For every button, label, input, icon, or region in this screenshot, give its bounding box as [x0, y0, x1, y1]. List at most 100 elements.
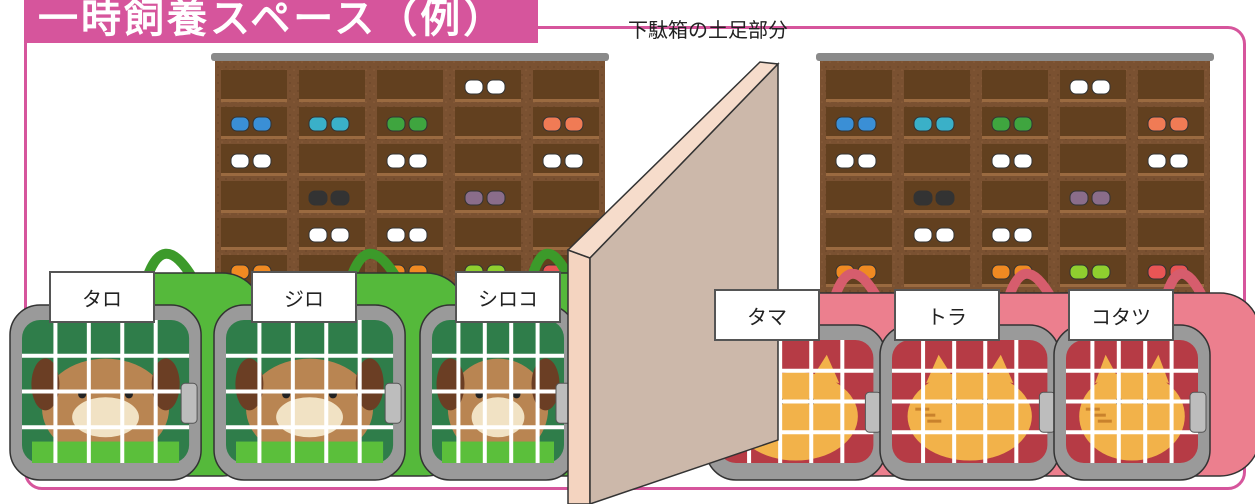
- grid-bar: [892, 368, 1048, 373]
- carrier-latch: [384, 382, 402, 424]
- shoe-icon: [408, 153, 428, 169]
- shoe-icon: [1147, 264, 1167, 280]
- shoe-icon: [308, 116, 328, 132]
- grid-bar: [226, 353, 394, 358]
- shelf-board: [377, 173, 443, 176]
- shelf-cubby: [299, 144, 365, 173]
- shoe-area-caption: 下駄箱の土足部分: [628, 18, 788, 42]
- shelf-cubby: [826, 181, 892, 210]
- shelf-board: [1060, 173, 1126, 176]
- shelf-board: [982, 247, 1048, 250]
- shelf-board: [904, 284, 970, 287]
- shoe-icon: [408, 227, 428, 243]
- shelf-board: [299, 247, 365, 250]
- dog-collar-cushion: [236, 441, 384, 463]
- shelf-cubby: [1138, 70, 1204, 99]
- grid-bar: [1066, 399, 1198, 404]
- shoe-icon: [1091, 264, 1111, 280]
- shoe-icon: [542, 153, 562, 169]
- carrier-latch: [180, 382, 198, 424]
- shoe-icon: [1069, 79, 1089, 95]
- shoe-icon: [935, 227, 955, 243]
- shoe-icon: [1013, 227, 1033, 243]
- dog-muzzle: [276, 397, 343, 438]
- grid-bar: [718, 368, 874, 373]
- shoe-icon: [1013, 116, 1033, 132]
- shoe-icon: [1169, 116, 1189, 132]
- shelf-board: [533, 247, 599, 250]
- grid-bar: [22, 353, 190, 358]
- shoe-icon: [386, 227, 406, 243]
- shelf-cubby: [904, 255, 970, 284]
- cat-icon: [1079, 371, 1185, 461]
- shoe-icon: [913, 116, 933, 132]
- dog-muzzle: [471, 397, 525, 438]
- grid-bar: [718, 430, 874, 435]
- shelf-board: [826, 284, 892, 287]
- dog-ear: [151, 358, 180, 411]
- shoe-icon: [1147, 153, 1167, 169]
- shelf-board: [221, 99, 287, 102]
- carrier-label-shiroko: シロコ: [455, 271, 561, 323]
- shoe-icon: [1091, 79, 1111, 95]
- shoe-icon: [330, 190, 350, 206]
- shelf-cubby: [1138, 181, 1204, 210]
- shoe-icon: [1013, 153, 1033, 169]
- shelf-board: [1138, 136, 1204, 139]
- shelf-cubby: [299, 70, 365, 99]
- shelf-board: [826, 247, 892, 250]
- shelf-board: [826, 173, 892, 176]
- grid-bar: [226, 425, 394, 430]
- shelf-board: [377, 136, 443, 139]
- shoe-icon: [835, 153, 855, 169]
- shoe-icon: [991, 264, 1011, 280]
- shoe-icon: [464, 190, 484, 206]
- shoe-icon: [308, 227, 328, 243]
- shelf-board: [299, 99, 365, 102]
- shelf-board: [533, 210, 599, 213]
- shelf-board: [982, 136, 1048, 139]
- cat-stripe: [927, 419, 942, 423]
- shelf-board: [221, 173, 287, 176]
- shelf-cubby: [455, 218, 521, 247]
- carrier-label-kotatsu: コタツ: [1068, 289, 1174, 341]
- shelf-board: [904, 99, 970, 102]
- dog-collar-cushion: [442, 441, 554, 463]
- shoe-icon: [542, 116, 562, 132]
- shoe-shelf-left: [211, 53, 609, 324]
- partition-board: [566, 61, 780, 504]
- shelf-cubby: [533, 181, 599, 210]
- shelf-board: [533, 173, 599, 176]
- shelf-board: [377, 210, 443, 213]
- cat-stripe: [1097, 419, 1112, 423]
- shelf-board: [1060, 210, 1126, 213]
- shelf-board: [299, 210, 365, 213]
- shelf-cubby: [221, 70, 287, 99]
- shoe-icon: [835, 116, 855, 132]
- shelf-cubby: [904, 70, 970, 99]
- shelf-board: [982, 210, 1048, 213]
- shelf-board: [1138, 99, 1204, 102]
- shoe-icon: [230, 116, 250, 132]
- shelf-board: [1060, 99, 1126, 102]
- shelf-board: [904, 247, 970, 250]
- shoe-icon: [1169, 153, 1189, 169]
- shoe-icon: [1069, 190, 1089, 206]
- shelf-cubby: [377, 70, 443, 99]
- shelf-board: [533, 99, 599, 102]
- shelf-board: [455, 136, 521, 139]
- carrier-latch: [1038, 391, 1056, 433]
- shelf-board: [455, 173, 521, 176]
- shelf-cubby: [455, 144, 521, 173]
- shelf-cubby: [826, 218, 892, 247]
- shelf-board: [982, 99, 1048, 102]
- shelf-board: [455, 247, 521, 250]
- shelf-board: [982, 173, 1048, 176]
- shelf-board: [377, 247, 443, 250]
- shoe-icon: [991, 227, 1011, 243]
- grid-bar: [432, 425, 564, 430]
- shelf-cubby: [904, 144, 970, 173]
- shelf-cubby: [533, 70, 599, 99]
- shoe-icon: [408, 116, 428, 132]
- shelf-board: [455, 210, 521, 213]
